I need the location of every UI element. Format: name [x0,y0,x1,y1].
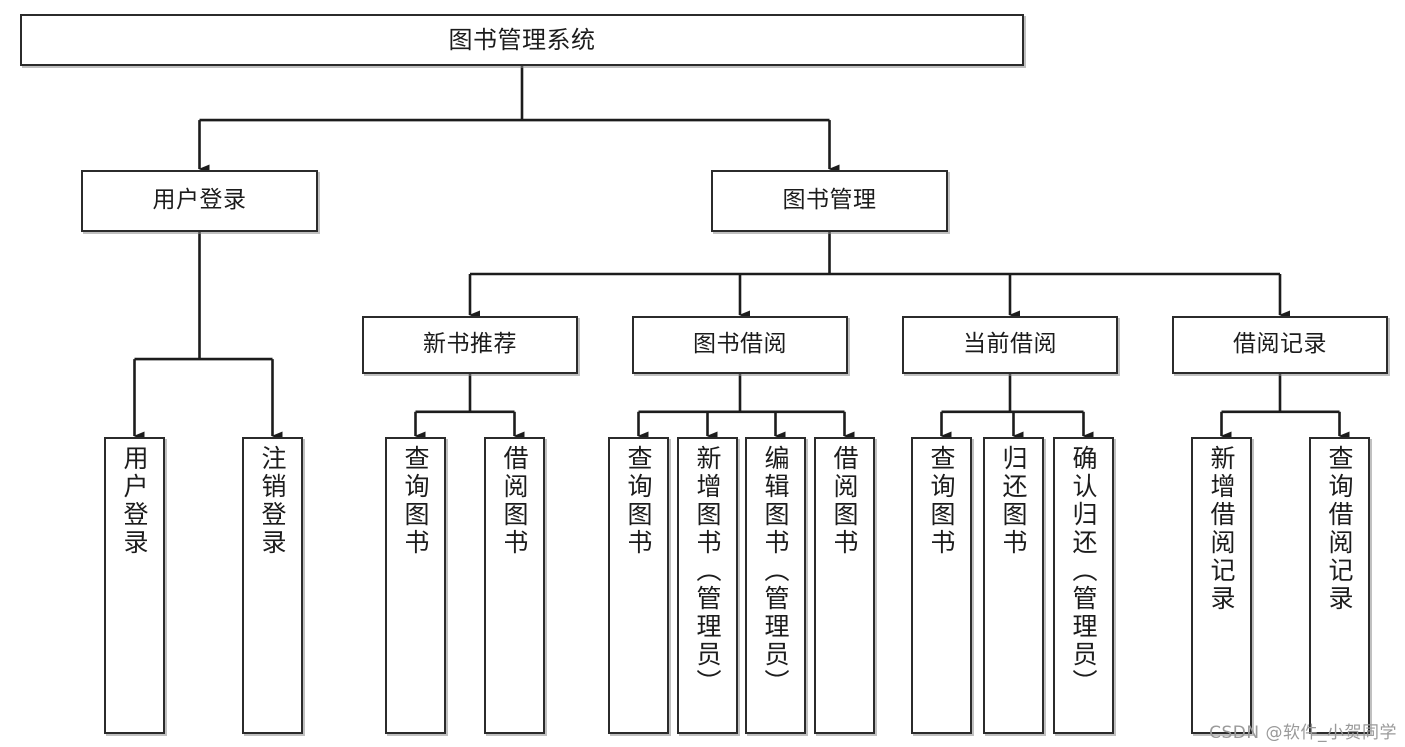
node-label: 确认归还（管理员） [1069,445,1098,697]
node-book-management[interactable]: 图书管理 [711,170,948,232]
node-label: 图书管理系统 [448,25,596,54]
leaf-user-login[interactable]: 用户登录 [104,437,165,734]
node-label: 查询图书 [927,445,956,557]
node-borrow-record[interactable]: 借阅记录 [1172,316,1388,374]
node-root[interactable]: 图书管理系统 [20,14,1024,66]
node-label: 用户登录 [152,187,247,214]
leaf-borrow-edit-book[interactable]: 编辑图书（管理员） [745,437,806,734]
node-user-login[interactable]: 用户登录 [81,170,318,232]
node-label: 借阅图书 [830,445,859,557]
node-label: 图书借阅 [693,331,787,358]
leaf-current-confirm-return[interactable]: 确认归还（管理员） [1053,437,1114,734]
node-label: 用户登录 [120,445,149,557]
node-label: 借阅记录 [1233,331,1327,358]
leaf-current-return-book[interactable]: 归还图书 [983,437,1044,734]
node-label: 查询图书 [624,445,653,557]
node-label: 新书推荐 [423,331,517,358]
node-label: 归还图书 [999,445,1028,557]
node-label: 编辑图书（管理员） [761,445,790,697]
leaf-borrow-borrow-book[interactable]: 借阅图书 [814,437,875,734]
node-label: 查询借阅记录 [1325,445,1354,613]
leaf-borrow-query-book[interactable]: 查询图书 [608,437,669,734]
leaf-borrow-add-book[interactable]: 新增图书（管理员） [677,437,738,734]
node-label: 新增图书（管理员） [693,445,722,697]
leaf-recommend-query-book[interactable]: 查询图书 [385,437,446,734]
leaf-user-logout[interactable]: 注销登录 [242,437,303,734]
watermark: CSDN @软件_小贺同学 [1209,723,1397,743]
leaf-recommend-borrow-book[interactable]: 借阅图书 [484,437,545,734]
node-label: 注销登录 [258,445,287,557]
node-current-borrow[interactable]: 当前借阅 [902,316,1118,374]
node-book-borrow[interactable]: 图书借阅 [632,316,848,374]
node-label: 图书管理 [782,187,877,214]
node-label: 新增借阅记录 [1207,445,1236,613]
leaf-current-query-book[interactable]: 查询图书 [911,437,972,734]
leaf-record-query[interactable]: 查询借阅记录 [1309,437,1370,734]
node-label: 借阅图书 [500,445,529,557]
node-label: 查询图书 [401,445,430,557]
node-new-book-recommend[interactable]: 新书推荐 [362,316,578,374]
leaf-record-add[interactable]: 新增借阅记录 [1191,437,1252,734]
node-label: 当前借阅 [963,331,1057,358]
